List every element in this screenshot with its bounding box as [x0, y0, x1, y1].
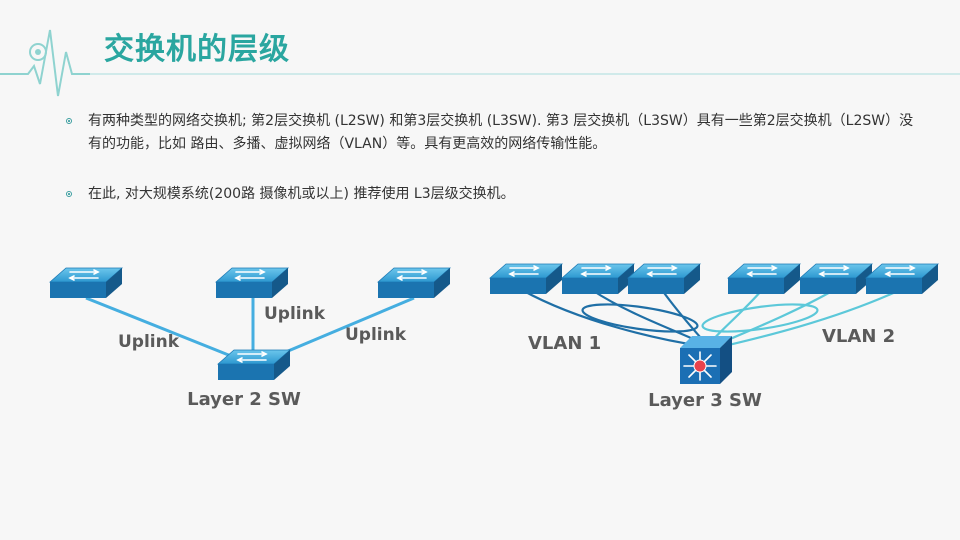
l2-diagram: Uplink Uplink Uplink Layer 2 SW: [49, 267, 451, 410]
vlan2-switch-icon: [727, 263, 801, 295]
uplink-label-left: Uplink: [118, 332, 180, 352]
header-pulse-line: [0, 29, 90, 97]
layer3-switch-icon: [680, 336, 732, 384]
access-switch-icon: [377, 267, 451, 299]
header-target-dot: [35, 49, 41, 55]
page-title: 交换机的层级: [104, 32, 290, 67]
vlan2-label: VLAN 2: [822, 326, 895, 347]
vlan1-switch-icon: [489, 263, 563, 295]
vlan1-label: VLAN 1: [528, 333, 601, 354]
access-switch-icon: [215, 267, 289, 299]
vlan2-switch-icon: [865, 263, 939, 295]
access-switch-icon: [49, 267, 123, 299]
uplink-line-left: [85, 296, 247, 364]
uplink-label-middle: Uplink: [264, 304, 326, 324]
layer3-switch-label: Layer 3 SW: [648, 390, 762, 411]
bullet-item-2: 在此, 对大规模系统(200路 摄像机或以上) 推荐使用 L3层级交换机。: [66, 183, 916, 206]
vlan2-switch-icon: [799, 263, 873, 295]
layer2-switch-label: Layer 2 SW: [187, 389, 301, 410]
vlan1-switch-icon: [561, 263, 635, 295]
uplink-label-right: Uplink: [345, 325, 407, 345]
bullet-circle-icon: [66, 191, 72, 197]
header-target-icon: [29, 43, 47, 61]
vlan1-switch-icon: [627, 263, 701, 295]
l3-diagram: VLAN 1 VLAN 2 Layer 3 SW: [489, 263, 939, 411]
bullet-text-1: 有两种类型的网络交换机; 第2层交换机 (L2SW) 和第3层交换机 (L3SW…: [88, 113, 914, 152]
bullet-item-1: 有两种类型的网络交换机; 第2层交换机 (L2SW) 和第3层交换机 (L3SW…: [66, 110, 916, 156]
bullet-text-2: 在此, 对大规模系统(200路 摄像机或以上) 推荐使用 L3层级交换机。: [88, 186, 515, 202]
bullet-circle-icon: [66, 118, 72, 124]
layer2-switch-icon: [217, 349, 291, 381]
